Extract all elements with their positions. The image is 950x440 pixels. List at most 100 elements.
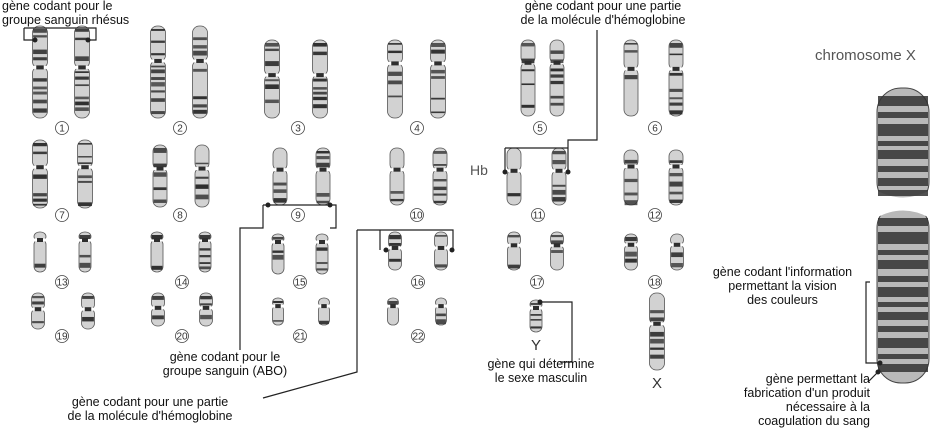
leader-color-vision <box>865 281 880 364</box>
pair-number-7: 7 <box>55 208 69 222</box>
pair-number-3: 3 <box>291 121 305 135</box>
dot-hb-a <box>502 169 508 175</box>
leader-hemoglobin-16 <box>380 229 454 250</box>
svg-text:14: 14 <box>176 278 188 289</box>
chromosome-6-a <box>623 39 639 117</box>
chromosome-8-b <box>194 144 210 208</box>
svg-text:9: 9 <box>295 211 301 222</box>
dot-coagulation <box>875 369 881 375</box>
chromosome-2-b <box>191 25 209 119</box>
chromosome-1-b <box>73 25 91 119</box>
chromosome-15-a <box>271 233 285 275</box>
dot-abo-a <box>265 202 271 208</box>
chromosome-13-a <box>33 231 47 273</box>
leader-abo <box>239 205 264 350</box>
chromosome-12-b <box>668 149 684 206</box>
chromosome-17-b <box>549 231 565 271</box>
dot-rhesus-b <box>85 37 91 43</box>
chromosome-2-a <box>149 25 167 119</box>
dot-color-vision <box>877 360 883 366</box>
pair-number-9: 9 <box>291 208 305 222</box>
leader-hemoglobin-bottom <box>262 230 358 399</box>
dot-hbb-b <box>449 247 455 253</box>
chromosome-20-a <box>150 292 166 327</box>
chromosome-1-a <box>31 25 49 119</box>
chromosome-5-b <box>549 39 565 117</box>
pair-number-8: 8 <box>173 208 187 222</box>
chromosome-22-a <box>386 297 400 326</box>
dot-rhesus-a <box>32 37 38 43</box>
svg-text:11: 11 <box>533 211 544 222</box>
svg-text:2: 2 <box>177 124 183 135</box>
dot-abo-b <box>327 202 333 208</box>
pair-number-22: 22 <box>411 329 425 343</box>
chromosome-21-a <box>271 297 285 326</box>
dot-sex-gene <box>537 299 543 305</box>
chromosome-12-a <box>623 149 639 206</box>
pair-number-1: 1 <box>55 121 69 135</box>
chromosome-9-a <box>272 147 288 206</box>
svg-text:8: 8 <box>177 211 183 222</box>
chromosome-x-title: chromosome X <box>815 47 916 64</box>
chromosome-y <box>529 299 543 333</box>
svg-text:17: 17 <box>531 278 543 289</box>
leader-abo-bar <box>263 204 337 229</box>
chromosome-13-b <box>78 231 92 273</box>
big-x-chromosome <box>876 87 930 384</box>
chromosome-11-a <box>506 147 522 206</box>
svg-text:4: 4 <box>414 124 420 135</box>
pair-number-5: 5 <box>533 121 547 135</box>
leader-rhesus <box>23 28 35 41</box>
chromosome-pairs <box>30 25 685 371</box>
svg-text:10: 10 <box>411 211 423 222</box>
chromosome-10-b <box>432 147 448 206</box>
chromosome-16-a <box>387 231 403 271</box>
dot-hbb-a <box>383 247 389 253</box>
svg-text:22: 22 <box>412 332 424 343</box>
dot-hb-b <box>565 169 571 175</box>
pair-number-19: 19 <box>55 329 69 343</box>
svg-text:20: 20 <box>176 332 188 343</box>
svg-text:15: 15 <box>294 278 306 289</box>
svg-text:5: 5 <box>537 124 543 135</box>
pair-number-21: 21 <box>293 329 307 343</box>
svg-text:3: 3 <box>295 124 301 135</box>
chromosome-22-b <box>434 297 448 326</box>
pair-number-20: 20 <box>175 329 189 343</box>
chromosome-21-b <box>317 297 331 326</box>
svg-text:6: 6 <box>652 124 658 135</box>
chromosome-19-b <box>80 292 96 330</box>
chromosome-15-b <box>315 233 329 275</box>
pair-number-11: 11 <box>531 208 545 222</box>
chromosome-14-a <box>150 231 164 273</box>
leader-hemoglobin-top <box>567 30 598 172</box>
chromosome-x-small <box>648 292 666 371</box>
chromosome-3-b <box>311 39 329 119</box>
label-x: X <box>652 375 662 392</box>
svg-text:21: 21 <box>294 332 306 343</box>
chromosome-7-b <box>76 139 94 209</box>
chromosome-3-a <box>263 39 281 119</box>
chromosome-4-b <box>429 39 447 119</box>
svg-text:19: 19 <box>56 332 68 343</box>
pair-number-10: 10 <box>410 208 424 222</box>
chromosome-17-a <box>506 231 522 271</box>
chromosome-19-a <box>30 292 46 330</box>
svg-text:16: 16 <box>412 278 424 289</box>
chromosome-9-b <box>315 147 331 206</box>
pair-number-13: 13 <box>55 275 69 289</box>
svg-text:18: 18 <box>649 278 661 289</box>
chromosome-14-b <box>198 231 212 273</box>
leader-sex-gene <box>540 301 573 363</box>
chromosome-5-a <box>520 39 536 117</box>
